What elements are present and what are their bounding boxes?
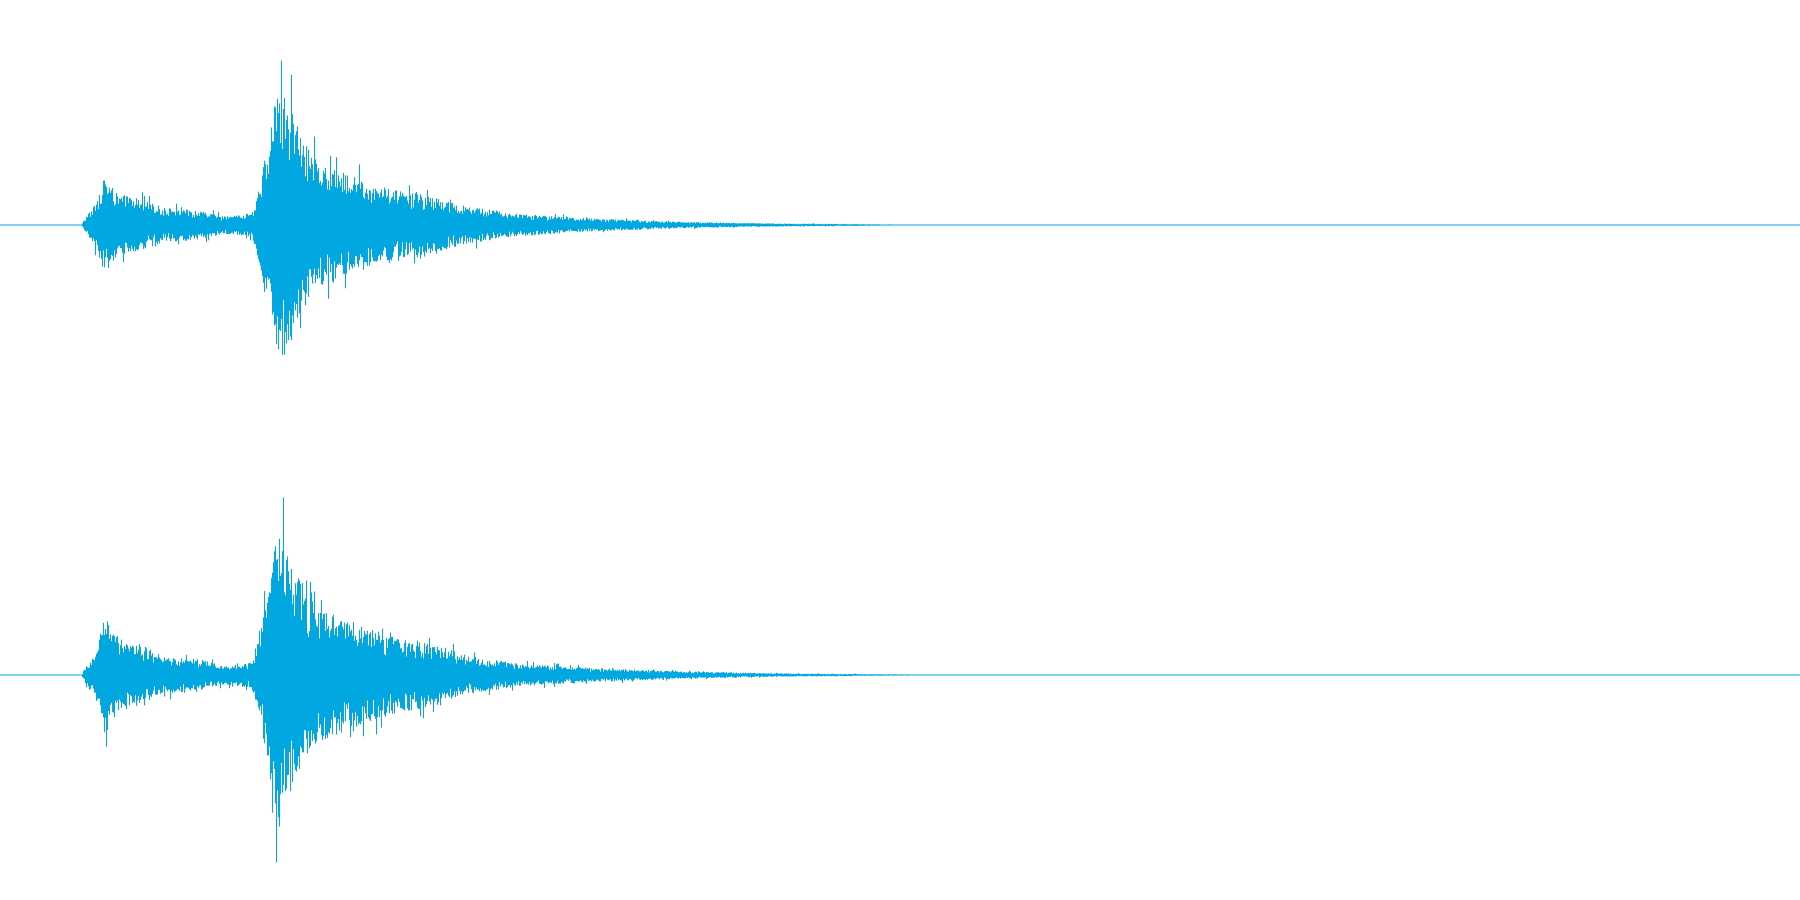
waveform-samples [82, 497, 934, 863]
channel-1-waveform[interactable] [0, 60, 1800, 355]
channel-2-waveform[interactable] [0, 497, 1800, 863]
waveform-samples [82, 60, 930, 355]
